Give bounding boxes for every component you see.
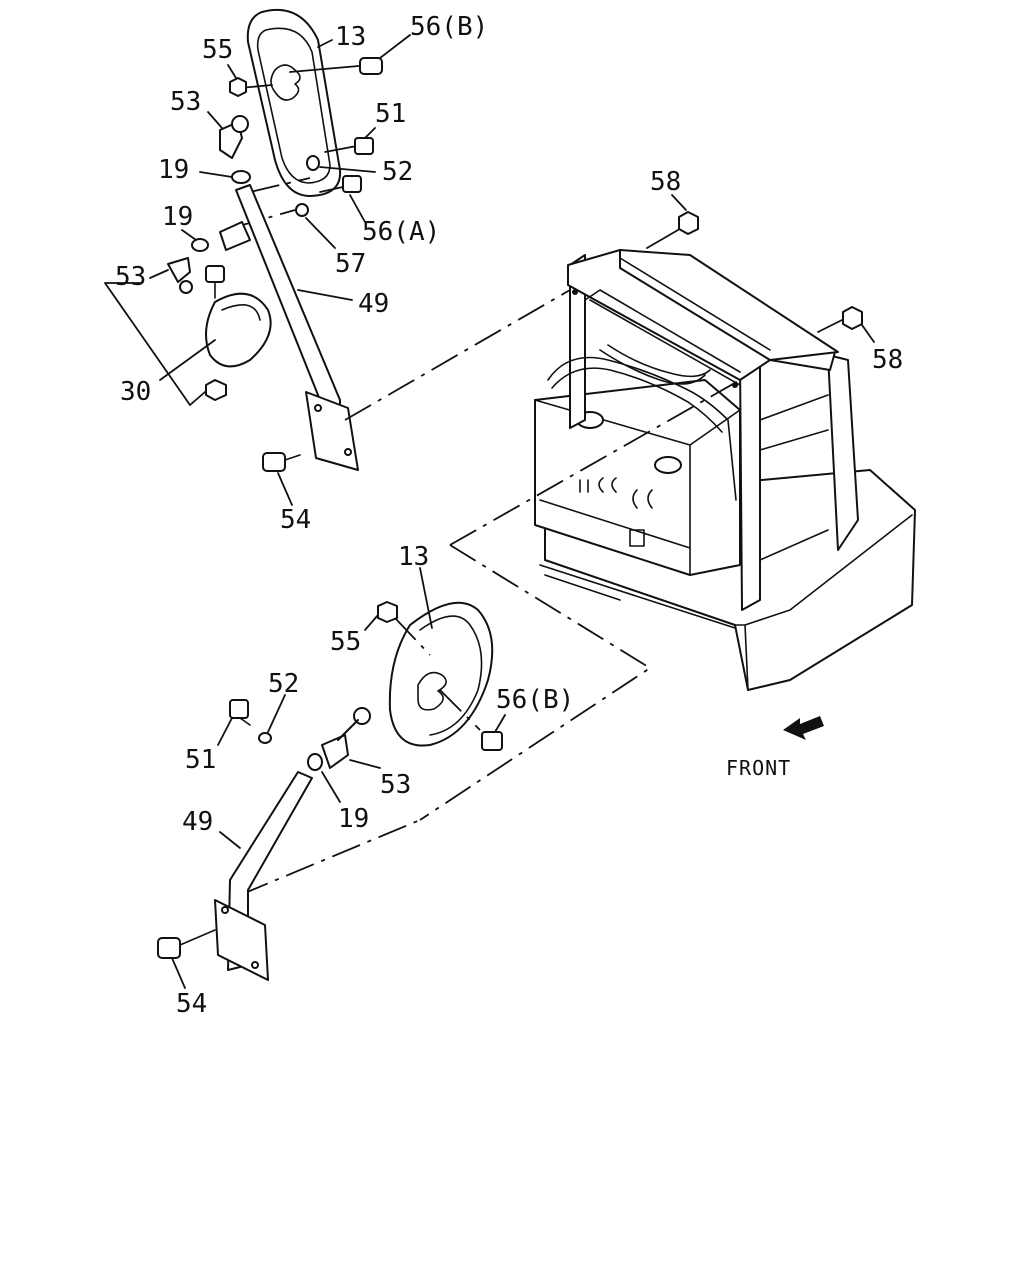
callout-bolt-upper: 51 bbox=[375, 99, 406, 129]
stay-49-upper bbox=[235, 184, 359, 471]
washer-52-lower bbox=[258, 732, 272, 744]
callout-washer-upper: 52 bbox=[382, 157, 413, 187]
mirror-lower bbox=[388, 601, 494, 747]
front-label: FRONT bbox=[726, 756, 791, 780]
callout-mirror-upper: 13 bbox=[335, 22, 366, 52]
callout-joint-lower-left: 53 bbox=[115, 262, 146, 292]
nut-55-upper bbox=[229, 77, 273, 97]
callout-nut-upper: 55 bbox=[202, 35, 233, 65]
cab-frame bbox=[534, 249, 916, 691]
callout-screw-upper: 56(B) bbox=[410, 12, 488, 42]
bolt-54-lower bbox=[157, 929, 216, 959]
callout-nut-lower: 55 bbox=[330, 627, 361, 657]
bolt-30-mount bbox=[205, 265, 225, 299]
nut-30 bbox=[104, 282, 227, 406]
under-mirror-30 bbox=[205, 292, 272, 368]
collar-19-lower bbox=[307, 753, 323, 771]
nut-58-right bbox=[817, 306, 875, 343]
screw-56a bbox=[249, 175, 362, 193]
callout-nut-58-top: 58 bbox=[650, 167, 681, 197]
bolt-51-lower bbox=[229, 699, 251, 726]
callout-bolt-stay-upper: 54 bbox=[280, 505, 311, 535]
collar-19-upper bbox=[231, 170, 251, 184]
callout-collar-upper-b: 19 bbox=[162, 202, 193, 232]
callout-bolt-lower: 51 bbox=[185, 745, 216, 775]
callouts: 13 56(B) 55 53 51 52 19 56(A) 57 19 53 4… bbox=[115, 12, 903, 1019]
leader-upper-stay bbox=[344, 289, 571, 421]
callout-screw-a: 56(A) bbox=[362, 217, 440, 247]
callout-nut-58-right: 58 bbox=[872, 345, 903, 375]
callout-mirror-lower: 13 bbox=[398, 542, 429, 572]
collar-19-upper-b bbox=[191, 221, 251, 252]
callout-collar-lower: 19 bbox=[338, 804, 369, 834]
bolt-51-upper bbox=[324, 137, 374, 155]
nut-58-top bbox=[646, 194, 699, 249]
stay-49-lower bbox=[214, 771, 313, 981]
callout-washer-lower: 52 bbox=[268, 669, 299, 699]
callout-under-mirror: 30 bbox=[120, 377, 151, 407]
joint-53-upper bbox=[219, 115, 249, 159]
bolt-54-upper bbox=[262, 452, 301, 472]
screw-56b-lower bbox=[439, 689, 503, 751]
callout-joint-lower: 53 bbox=[380, 770, 411, 800]
mirror-upper bbox=[246, 8, 342, 197]
callout-stay-upper: 49 bbox=[358, 289, 389, 319]
callout-stay-lower: 49 bbox=[182, 807, 213, 837]
leader-lower-frame bbox=[449, 379, 741, 546]
screw-56b-upper bbox=[289, 57, 383, 75]
callout-joint-upper: 53 bbox=[170, 87, 201, 117]
callout-washer-57: 57 bbox=[335, 249, 366, 279]
leader-lower-mirror bbox=[419, 544, 652, 821]
callout-screw-lower: 56(B) bbox=[496, 685, 574, 715]
nut-55-lower bbox=[377, 601, 431, 656]
leader-lower-stay bbox=[239, 819, 421, 896]
front-arrow-icon bbox=[783, 716, 824, 740]
joint-53-lower bbox=[321, 707, 371, 769]
joint-53-lower-left bbox=[167, 257, 193, 294]
callout-bolt-stay-lower: 54 bbox=[176, 989, 207, 1019]
washer-52-upper bbox=[306, 155, 320, 171]
callout-collar-upper-a: 19 bbox=[158, 155, 189, 185]
